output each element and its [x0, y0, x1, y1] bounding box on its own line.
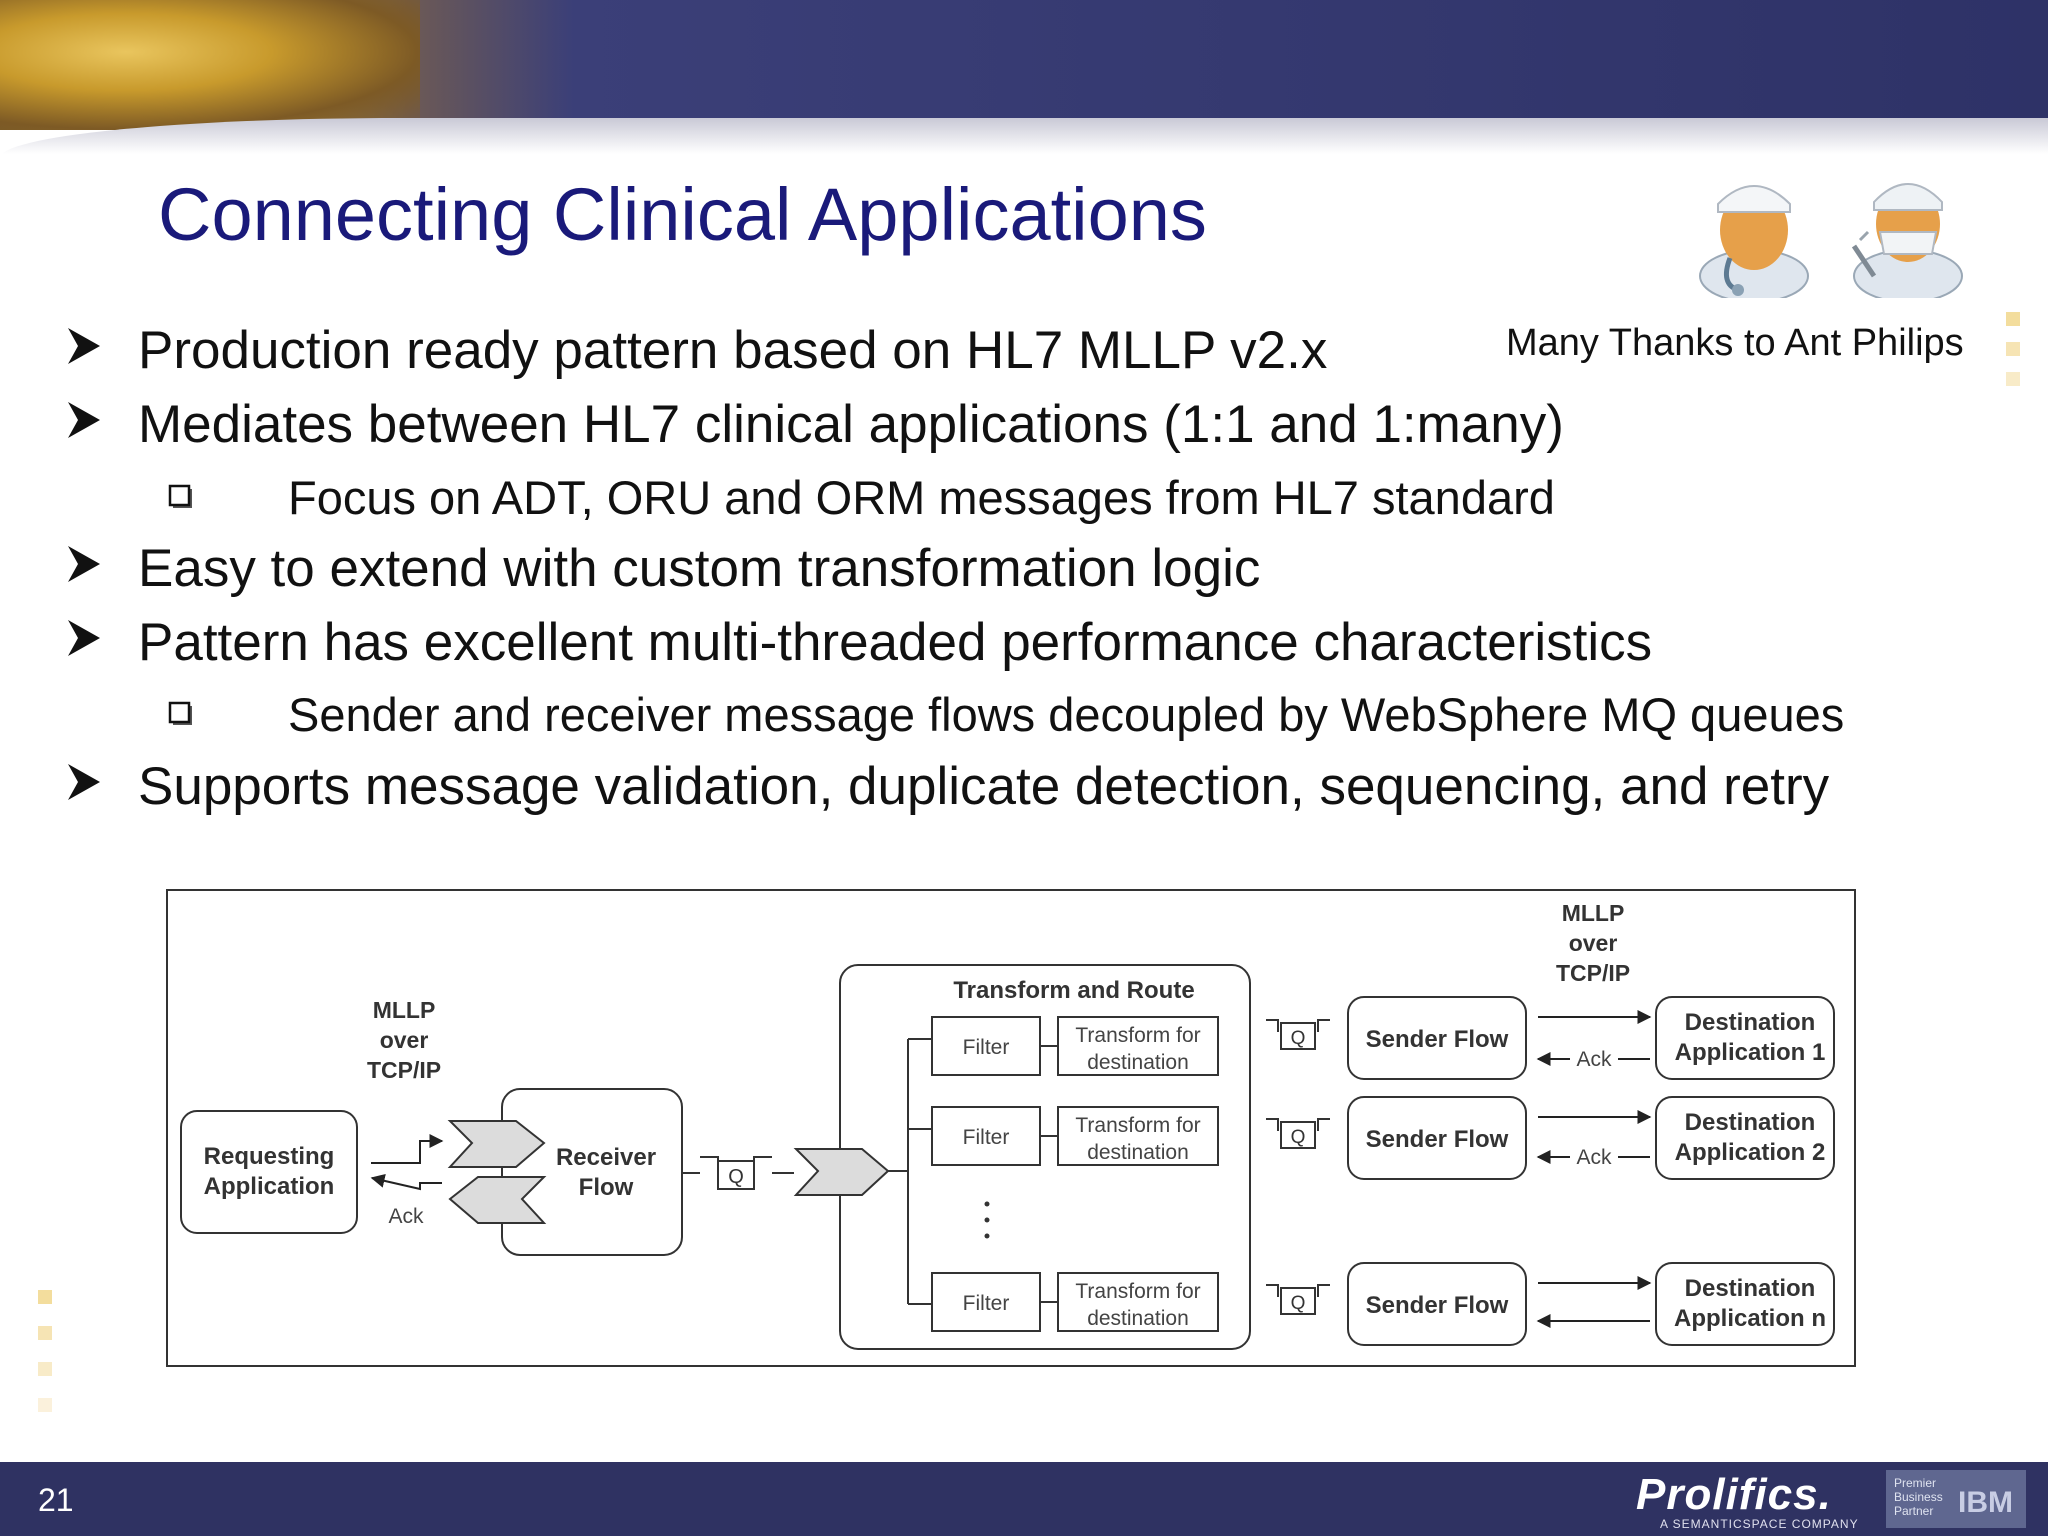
transform-destination-box: Transform for destination	[1057, 1016, 1219, 1076]
svg-text:Transform for: Transform for	[1075, 1280, 1200, 1303]
svg-text:destination: destination	[1087, 1307, 1189, 1330]
header-curve	[0, 118, 2048, 158]
svg-text:Requesting: Requesting	[204, 1143, 335, 1170]
square-bullet-icon	[168, 701, 192, 725]
transform-destination-box: Transform for destination	[1057, 1272, 1219, 1332]
prolifics-logo: Prolifics.	[1636, 1470, 1832, 1519]
slide-title: Connecting Clinical Applications	[158, 173, 1207, 256]
decor-square	[38, 1290, 52, 1304]
svg-text:MLLP: MLLP	[373, 997, 436, 1023]
decor-square	[38, 1362, 52, 1376]
footer-bar: 21 Prolifics. A SEMANTICSPACE COMPANY Pr…	[0, 1462, 2048, 1536]
svg-text:over: over	[380, 1027, 429, 1053]
svg-text:TCP/IP: TCP/IP	[367, 1057, 441, 1083]
sender-flow-box: Sender Flow	[1347, 996, 1527, 1080]
mllp-label-right: MLLP over TCP/IP	[1556, 900, 1630, 986]
requesting-application-box: Requesting Application	[180, 1110, 358, 1234]
arrow-bullet-icon	[68, 764, 100, 800]
svg-text:Application 1: Application 1	[1675, 1039, 1826, 1066]
svg-text:Flow: Flow	[579, 1174, 634, 1201]
destination-application-box: Destination Application n	[1655, 1262, 1835, 1346]
svg-text:Filter: Filter	[963, 1126, 1010, 1149]
header-photo	[0, 0, 420, 130]
svg-text:Application 2: Application 2	[1675, 1139, 1826, 1166]
decor-square	[38, 1326, 52, 1340]
svg-text:Q: Q	[728, 1166, 744, 1188]
svg-text:Application: Application	[204, 1173, 335, 1200]
destination-application-box: Destination Application 1	[1655, 996, 1835, 1080]
acknowledgement-text: Many Thanks to Ant Philips	[1506, 322, 1964, 364]
decor-square	[2006, 312, 2020, 326]
svg-text:MLLP: MLLP	[1562, 900, 1625, 926]
queue-icon: Q	[700, 1156, 772, 1190]
decor-square	[38, 1398, 52, 1412]
mllp-label-left: MLLP over TCP/IP	[367, 997, 441, 1083]
svg-text:Sender Flow: Sender Flow	[1366, 1126, 1509, 1153]
receiver-flow-box: Receiver Flow	[447, 1088, 683, 1256]
svg-text:Destination: Destination	[1685, 1109, 1816, 1136]
arrow-bullet-icon	[68, 402, 100, 438]
svg-text:over: over	[1569, 930, 1618, 956]
svg-text:Application n: Application n	[1674, 1305, 1826, 1332]
svg-text:Q: Q	[1291, 1127, 1306, 1148]
decor-square	[2006, 342, 2020, 356]
arrow-bullet-icon	[68, 328, 100, 364]
svg-text:Receiver: Receiver	[556, 1144, 656, 1171]
filter-box: Filter	[931, 1106, 1041, 1166]
svg-text:Destination: Destination	[1685, 1009, 1816, 1036]
decor-square	[2006, 372, 2020, 386]
destination-application-box: Destination Application 2	[1655, 1096, 1835, 1180]
ack-arrow-left	[370, 1173, 442, 1191]
queue-icon: Q	[1266, 1118, 1330, 1149]
svg-text:Transform for: Transform for	[1075, 1024, 1200, 1047]
surgeon-avatar-icon	[1851, 183, 1963, 298]
svg-text:Q: Q	[1291, 1293, 1306, 1314]
ack-label-left: Ack	[388, 1205, 424, 1228]
ellipsis-dots	[984, 1201, 990, 1239]
svg-text:Sender Flow: Sender Flow	[1366, 1026, 1509, 1053]
ibm-logo: IBM	[1958, 1486, 2013, 1519]
logo-tagline: A SEMANTICSPACE COMPANY	[1660, 1517, 1859, 1531]
architecture-diagram: Requesting Application MLLP over TCP/IP …	[166, 889, 1856, 1367]
nurse-avatar-icon	[1699, 185, 1809, 298]
svg-text:Transform for: Transform for	[1075, 1114, 1200, 1137]
filter-box: Filter	[931, 1016, 1041, 1076]
svg-text:destination: destination	[1087, 1051, 1189, 1074]
queue-icon: Q	[1266, 1019, 1330, 1050]
transform-destination-box: Transform for destination	[1057, 1106, 1219, 1166]
outbound-connector-icon	[448, 1176, 547, 1224]
arrow-bullet-icon	[68, 620, 100, 656]
svg-text:Filter: Filter	[963, 1292, 1010, 1315]
svg-text:Filter: Filter	[963, 1036, 1010, 1059]
transform-route-title: Transform and Route	[953, 977, 1194, 1004]
svg-text:Sender Flow: Sender Flow	[1366, 1292, 1509, 1319]
arrow-bullet-icon	[68, 546, 100, 582]
ack-label-right: Ack	[1576, 1048, 1612, 1071]
queue-icon: Q	[1266, 1284, 1330, 1315]
inbound-connector-icon	[447, 1120, 546, 1168]
svg-text:Q: Q	[1291, 1028, 1306, 1049]
svg-text:destination: destination	[1087, 1141, 1189, 1164]
slide-number: 21	[38, 1482, 74, 1518]
sender-flow-box: Sender Flow	[1347, 1262, 1527, 1346]
square-bullet-icon	[168, 484, 192, 508]
route-connector-icon	[793, 1148, 890, 1196]
request-arrow	[371, 1134, 444, 1164]
svg-text:Destination: Destination	[1685, 1275, 1816, 1302]
ibm-partner-badge: Premier Business Partner IBM	[1886, 1470, 2026, 1528]
sender-flow-box: Sender Flow	[1347, 1096, 1527, 1180]
ack-label-right: Ack	[1576, 1146, 1612, 1169]
svg-text:TCP/IP: TCP/IP	[1556, 960, 1630, 986]
transform-route-box: Transform and Route Filter Transform for…	[793, 964, 1251, 1350]
filter-box: Filter	[931, 1272, 1041, 1332]
